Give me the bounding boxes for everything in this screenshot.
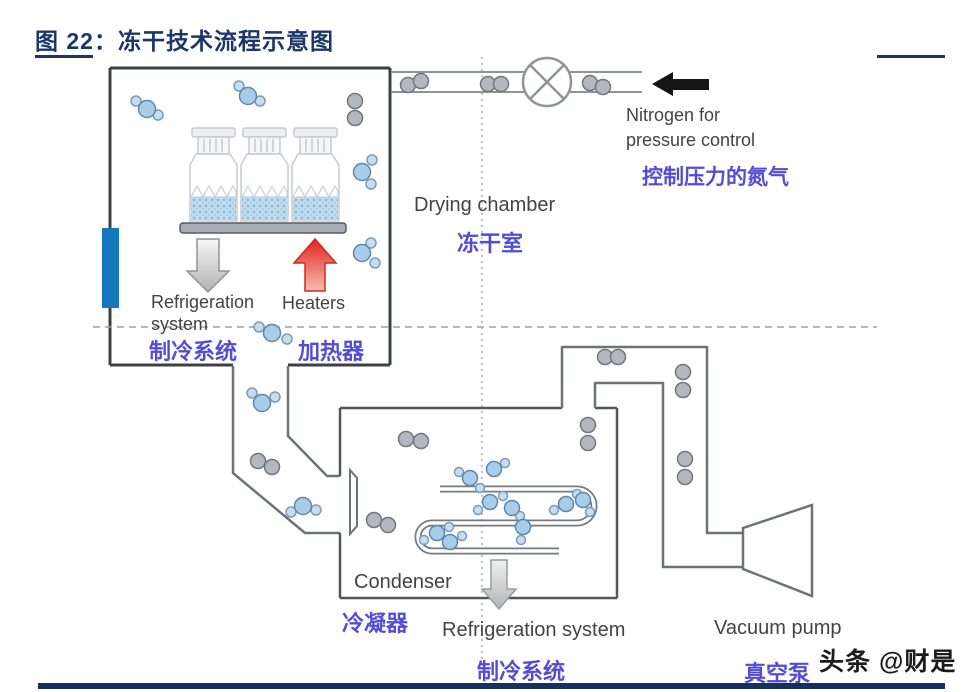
nitrogen-flow-arrow-icon [652,72,709,96]
heaters-label-en: Heaters [282,293,346,313]
condenser-label-en: Condenser [354,571,452,593]
duct-chamber-to-condenser [231,366,340,535]
condenser-coil [414,485,598,555]
vacuum-pump-icon [741,503,814,598]
condenser-label-zh: 冷凝器 [342,611,409,636]
vacuum-pump-label-zh: 真空泵 [744,661,811,686]
gas-molecules [249,72,694,534]
refrigeration-label-en: Refrigeration system [151,291,254,335]
water-molecules [130,80,596,551]
figure-title: 图 22：冻干技术流程示意图 [35,28,334,54]
drying-chamber-label-zh: 冻干室 [457,231,524,256]
condenser-box [338,406,619,600]
nitrogen-label-line2: pressure control [626,130,756,150]
nitrogen-label-zh: 控制压力的氮气 [642,166,789,189]
refrigeration-label-line2: system [151,314,209,334]
footer-bar [38,683,945,689]
vacuum-pump-label-en: Vacuum pump [714,617,842,639]
refrigeration-label-line1: Refrigeration [151,292,255,312]
drying-chamber-box [108,66,392,367]
refrigeration-label-zh: 制冷系统 [149,339,238,364]
header-right-rule [877,55,945,58]
drying-chamber-label-en: Drying chamber [414,194,556,216]
chamber-door-seal [102,228,119,308]
title-underline [35,55,93,58]
condenser-refrigeration-label-en: Refrigeration system [442,619,626,641]
condenser-refrigeration-label-zh: 制冷系统 [477,659,566,684]
condenser-refrigeration-arrow [480,559,518,611]
nitrogen-label-en: Nitrogen for pressure control [626,103,755,153]
duct-condenser-to-pump [560,345,743,569]
condenser-baffle [349,467,358,537]
watermark-toutiao: 头条 @财是 [819,648,957,676]
refrigeration-arrow [185,238,231,294]
nitrogen-label-line1: Nitrogen for [626,105,721,125]
vials [179,127,347,234]
heaters-label-zh: 加热器 [298,339,365,364]
heater-arrow [292,237,338,292]
vial-shelf [179,222,347,234]
valve-icon [521,56,573,108]
